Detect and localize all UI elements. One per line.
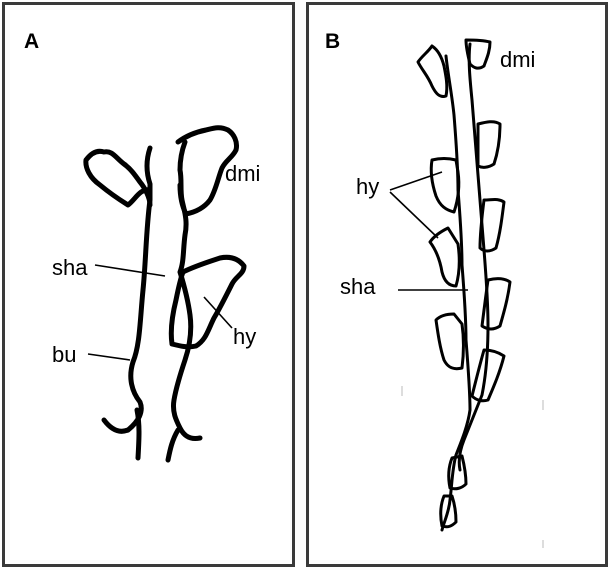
panel-a-letter: A [24,30,39,53]
panel-b-label-dmi: dmi [500,47,535,72]
panel-b-hydrotheca-4 [478,122,500,168]
panel-b-hydrotheca-1 [431,159,459,213]
panel-b-label-sha: sha [340,274,376,299]
panel-b-hydrotheca-3 [436,314,464,369]
panel-a-label-hy: hy [233,324,256,349]
panel-a-drawing: A dmi sha hy bu [24,30,260,460]
panel-a-label-sha: sha [52,255,88,280]
panel-a-left-root [137,410,139,458]
panel-b-hy-leader-2 [390,192,438,238]
panel-a-left-hydrotheca [86,151,150,205]
panel-b-letter: B [325,30,340,53]
panel-a-sha-leader [95,265,165,276]
panel-a-label-bu: bu [52,342,76,367]
panel-b-drawing: B dmi hy sha [325,30,543,548]
panel-b-label-hy: hy [356,174,379,199]
panel-b-hydrotheca-2 [430,228,459,286]
panel-a-bu-leader [88,354,130,360]
panel-a-label-dmi: dmi [225,161,260,186]
panel-a-right-root [168,430,178,460]
panel-b-top-left-tip [418,46,447,97]
panel-b-secondary-stem [459,44,488,470]
panel-b-hydrotheca-6 [482,279,510,329]
panel-b-main-stem [442,56,470,530]
panel-a-hy-leader [204,297,232,328]
